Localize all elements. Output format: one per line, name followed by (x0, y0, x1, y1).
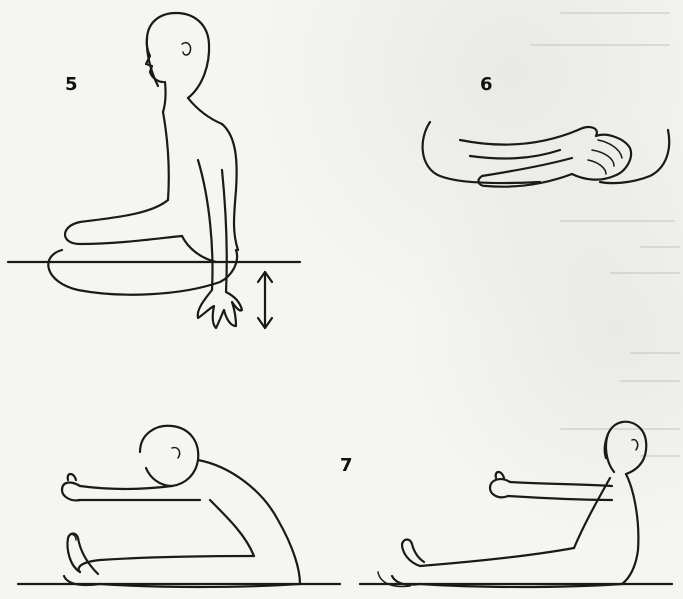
figure-6-folded-arms-illustration (423, 122, 670, 187)
head-outline (147, 13, 209, 98)
figure-7-forward-bend-illustration (18, 426, 340, 587)
figure-7-upright-reach-illustration (360, 422, 672, 587)
figure-5-kneeling-man-illustration (8, 13, 300, 328)
